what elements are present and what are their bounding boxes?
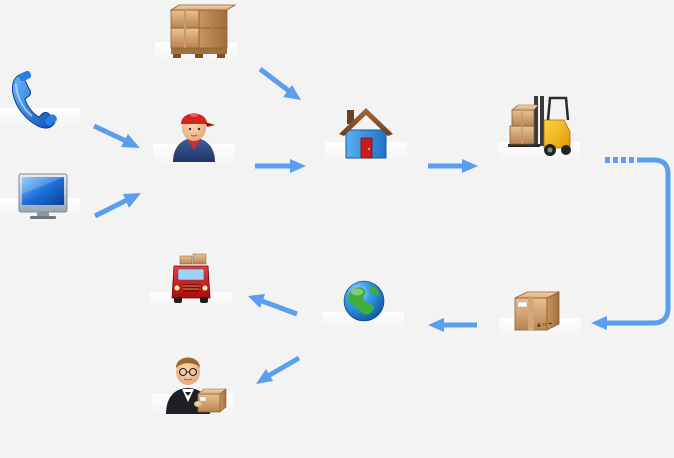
telephone-icon (0, 70, 80, 129)
arrow-phone-to-worker (92, 123, 140, 148)
pallet-boxes-icon (155, 4, 237, 62)
arrow-warehouse-to-forklift (428, 159, 478, 173)
svg-text:▲ ⊓ ☂: ▲ ⊓ ☂ (537, 322, 553, 328)
forklift-icon (498, 96, 580, 162)
arrow-parcel-to-globe (428, 318, 477, 332)
house-icon (325, 108, 407, 162)
man-with-package-icon (152, 357, 234, 416)
arrow-forklift-to-parcel (591, 157, 671, 330)
worker-red-cap-icon (153, 113, 235, 166)
arrow-goods-to-warehouse (258, 67, 301, 100)
monitor-icon (0, 173, 80, 219)
parcel-box-icon: ▲ ⊓ ☂ (499, 291, 581, 338)
delivery-truck-icon (150, 253, 232, 308)
arrow-worker-to-warehouse (255, 159, 306, 173)
arrow-monitor-to-worker (93, 193, 141, 219)
flow-arrows (92, 67, 671, 384)
arrow-globe-to-receiver (256, 355, 301, 384)
arrow-globe-to-truck (248, 294, 298, 317)
globe-icon (322, 280, 404, 328)
